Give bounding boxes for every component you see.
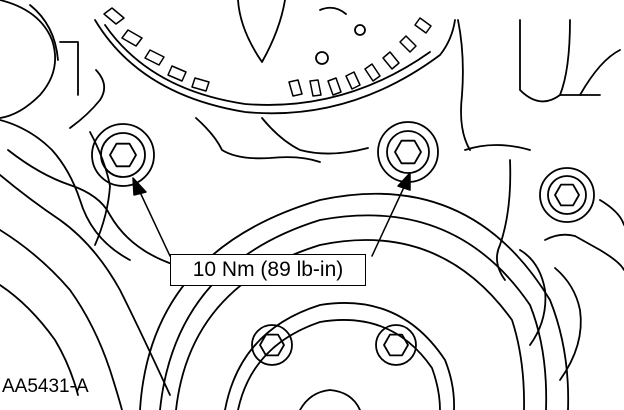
pulley-bolt-left-hex-icon bbox=[260, 335, 284, 356]
side-bolt-boss bbox=[540, 168, 594, 222]
callout-leaders bbox=[133, 173, 410, 256]
left-bolt-boss bbox=[92, 124, 154, 186]
arrow-left-icon bbox=[133, 178, 146, 195]
pulley-bolt-right-hex-icon bbox=[384, 335, 408, 356]
torque-callout-label: 10 Nm (89 lb-in) bbox=[170, 254, 366, 286]
leader-to-left-bolt bbox=[139, 190, 170, 256]
right-bolt-hex-icon bbox=[395, 141, 421, 164]
arrow-right-icon bbox=[398, 173, 410, 190]
leader-to-right-bolt bbox=[372, 185, 405, 256]
sprocket-teeth bbox=[104, 8, 431, 96]
upper-sprocket bbox=[95, 0, 455, 113]
figure-id-label: AA5431-A bbox=[2, 376, 89, 397]
left-bolt-hex-icon bbox=[110, 144, 136, 167]
crankshaft-pulley bbox=[140, 194, 568, 410]
side-bolt-hex-icon bbox=[555, 185, 579, 206]
right-bolt-boss bbox=[378, 122, 438, 182]
